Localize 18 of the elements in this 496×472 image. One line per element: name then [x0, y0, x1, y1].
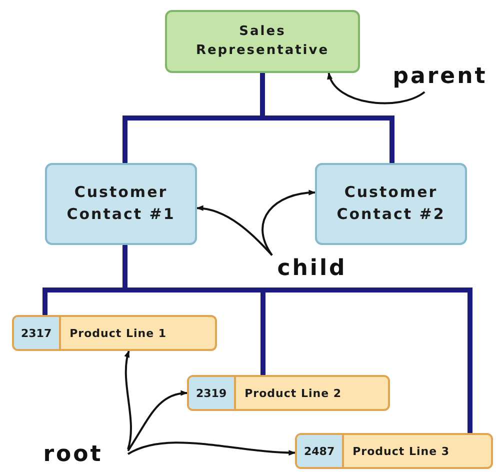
product-code: 2487 — [297, 435, 344, 467]
arrow — [128, 442, 296, 456]
arrow — [127, 390, 188, 452]
parent-box: Sales Representative — [165, 10, 360, 73]
contact-box: Customer Contact #1 — [45, 163, 197, 245]
annotation-label: parent — [385, 60, 495, 92]
product-name: Product Line 3 — [352, 444, 451, 460]
arrow — [196, 206, 273, 256]
arrow — [124, 350, 132, 450]
product-code: 2317 — [14, 317, 61, 349]
annotation-label: child — [272, 252, 352, 284]
arrow — [328, 72, 426, 104]
product-name: Product Line 1 — [68, 326, 168, 342]
product-name: Product Line 2 — [244, 386, 343, 402]
product-code: 2319 — [189, 377, 236, 409]
arrow — [262, 190, 316, 256]
annotation-label: root — [18, 438, 128, 470]
contact-box: Customer Contact #2 — [315, 163, 467, 245]
